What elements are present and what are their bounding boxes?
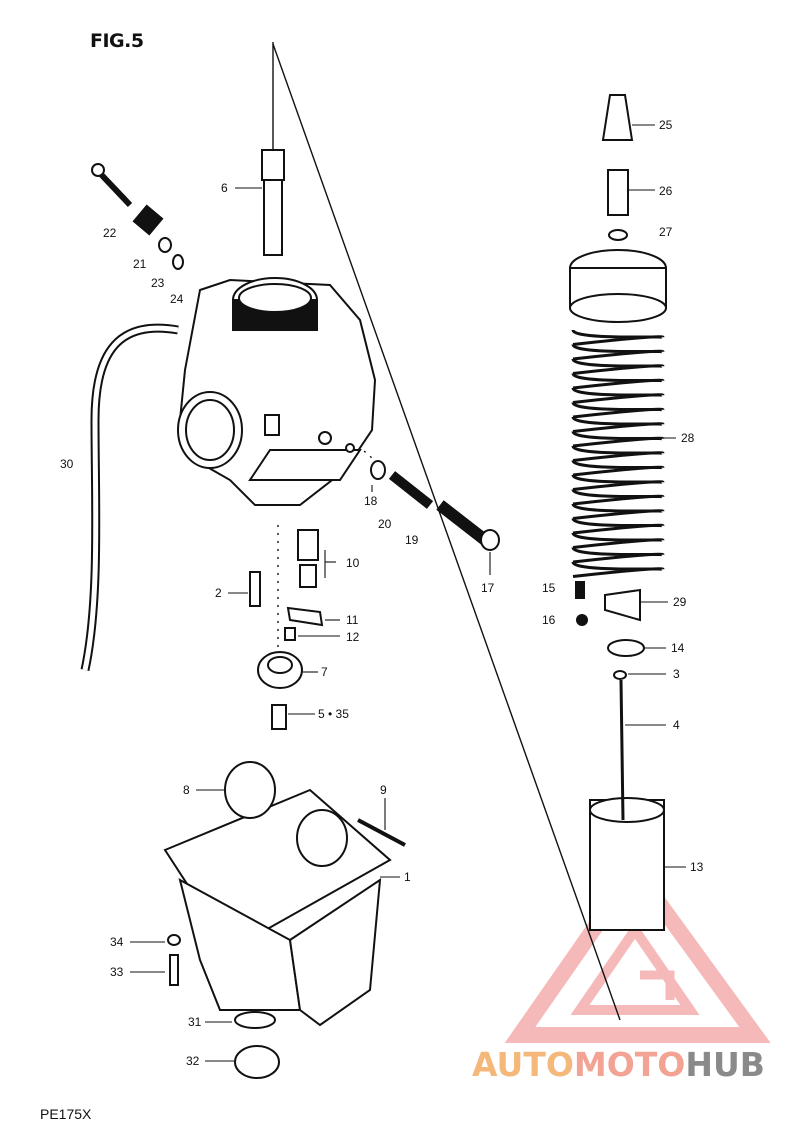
jet-needle [619, 679, 625, 821]
watermark-part3: HUB [685, 1045, 765, 1084]
callout-34: 34 [110, 935, 124, 949]
watermark-part1: AUTO [472, 1045, 574, 1084]
callout-7: 7 [321, 665, 328, 679]
callout-12: 12 [346, 630, 360, 644]
callout-15: 15 [542, 581, 556, 595]
callout-32: 32 [186, 1054, 200, 1068]
callout-24: 24 [170, 292, 184, 306]
callout-26: 26 [659, 184, 673, 198]
cable-adjuster [261, 149, 285, 256]
callout-25: 25 [659, 118, 673, 132]
watermark-text: AUTOMOTOHUB [472, 1045, 765, 1084]
callout-21: 21 [133, 257, 147, 271]
callout-6: 6 [221, 181, 228, 195]
callout-27: 27 [659, 225, 673, 239]
callout-20: 20 [378, 517, 392, 531]
callout-9: 9 [380, 783, 387, 797]
callout-18: 18 [364, 494, 378, 508]
callout-17: 17 [481, 581, 495, 595]
callout-1: 1 [404, 870, 411, 884]
callout-33: 33 [110, 965, 124, 979]
callout-19: 19 [405, 533, 419, 547]
callout-labels: 1 2 3 4 5 • 35 6 7 8 9 10 11 12 13 14 15… [60, 118, 704, 1068]
callout-28: 28 [681, 431, 695, 445]
callout-8: 8 [183, 783, 190, 797]
slide-assembly [569, 94, 667, 931]
watermark-part2: MOTO [573, 1045, 686, 1084]
callout-11: 11 [346, 613, 359, 627]
callout-22: 22 [103, 226, 117, 240]
model-code: PE175X [40, 1106, 92, 1122]
small-fasteners [575, 581, 588, 626]
callout-30: 30 [60, 457, 74, 471]
callout-23: 23 [151, 276, 165, 290]
callout-4: 4 [673, 718, 680, 732]
jet-parts [249, 529, 324, 730]
idle-screw [370, 460, 500, 551]
callout-2: 2 [215, 586, 222, 600]
callout-13: 13 [690, 860, 704, 874]
callout-3: 3 [673, 667, 680, 681]
carburetor-body [177, 277, 377, 506]
figure-title: FIG.5 [90, 30, 144, 52]
callout-31: 31 [188, 1015, 202, 1029]
return-spring [571, 328, 665, 578]
callout-16: 16 [542, 613, 556, 627]
callout-5: 5 • 35 [318, 707, 349, 721]
callout-14: 14 [671, 641, 685, 655]
watermark-logo [504, 856, 771, 1043]
pilot-screw [91, 163, 184, 270]
callout-29: 29 [673, 595, 687, 609]
callout-10: 10 [346, 556, 360, 570]
leader-lines [130, 124, 686, 1062]
float-bowl [163, 761, 406, 1079]
